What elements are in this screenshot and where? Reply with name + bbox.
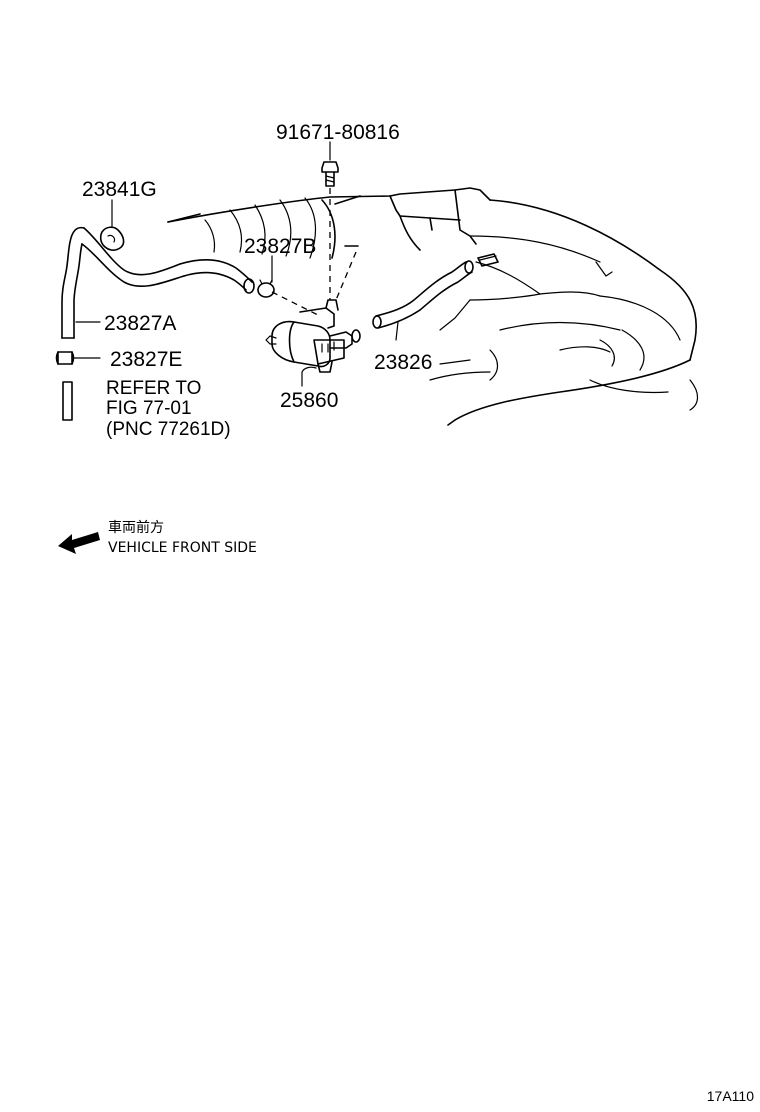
refer-note-line3: (PNC 77261D) — [106, 419, 231, 440]
callout-23841g: 23841G — [82, 178, 157, 201]
vehicle-front-indicator: 車両前方 VEHICLE FRONT SIDE — [58, 519, 257, 556]
clip-23827e-drawing — [55, 351, 75, 365]
callout-91671-80816: 91671-80816 — [276, 121, 400, 144]
reference-hose-drawing — [62, 381, 73, 421]
direction-label-en: VEHICLE FRONT SIDE — [108, 540, 257, 556]
callout-23827e: 23827E — [110, 348, 182, 371]
dashed-connectors — [271, 188, 357, 317]
callout-23827a: 23827A — [104, 312, 176, 335]
clip-23827b-drawing — [257, 279, 275, 298]
vsv-25860-drawing — [265, 299, 361, 373]
clamp-23841g-drawing — [99, 226, 125, 251]
bolt-91671-drawing — [321, 161, 339, 187]
callout-23826: 23826 — [374, 351, 432, 374]
callout-25860: 25860 — [280, 389, 338, 412]
refer-note-line1: REFER TO — [106, 378, 201, 399]
refer-note-line2: FIG 77-01 — [106, 398, 192, 419]
reference-note: REFER TO FIG 77-01 (PNC 77261D) — [106, 378, 231, 440]
hose-23827a-drawing — [61, 226, 255, 339]
direction-label-jp: 車両前方 — [108, 519, 164, 536]
front-arrow-icon — [58, 532, 100, 554]
hose-23826-drawing — [372, 253, 499, 329]
callout-23827b: 23827B — [244, 235, 316, 258]
figure-code: 17A110 — [707, 1088, 754, 1104]
intake-manifold-outline — [167, 187, 699, 426]
leader-lines — [73, 141, 399, 387]
